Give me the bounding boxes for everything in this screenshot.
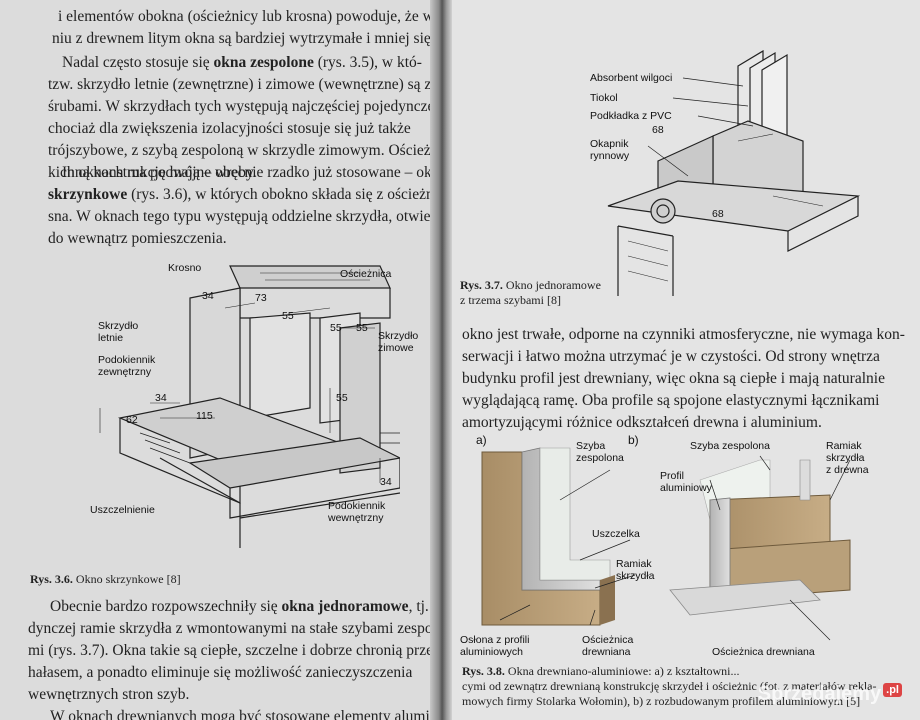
text-line: trójszybowe, z szybą zespoloną w skrzydl… bbox=[48, 142, 440, 159]
text-line: Obecnie bardzo rozpowszechniły się okna … bbox=[50, 598, 440, 615]
label-uszczelka: Uszczelka bbox=[592, 528, 640, 540]
dim-label: 115 bbox=[196, 410, 213, 422]
label-podokiennik-zewnetrzny: Podokiennik zewnętrzny bbox=[98, 354, 156, 378]
text-line: wyglądającą ramę. Oba profile są spojone… bbox=[462, 392, 880, 409]
text-line: skrzynkowe (rys. 3.6), w których obokno … bbox=[48, 186, 440, 203]
text-line: dynczej ramie skrzydła z wmontowanymi na… bbox=[28, 620, 440, 637]
label-fig-b: b) bbox=[628, 433, 639, 447]
text-line: Inną konstrukcję mają – obecnie rzadko j… bbox=[62, 164, 440, 181]
label-oslona-profile-aluminiowe: Osłona z profili aluminiowych bbox=[460, 634, 530, 658]
label-szyba-zespolona-a: Szyba zespolona bbox=[576, 440, 624, 464]
text-line: budynku profil jest drewniany, więc okna… bbox=[462, 370, 885, 387]
text-line: Nadal często stosuje się okna zespolone … bbox=[62, 54, 422, 71]
text-line: tzw. skrzydło letnie (zewnętrzne) i zimo… bbox=[48, 76, 440, 93]
text-line: sna. W oknach tego typu występują oddzie… bbox=[48, 208, 440, 225]
text-line: kich oknach ma podwójne wręby. bbox=[48, 164, 257, 181]
text-line: do wewnątrz pomieszczenia. bbox=[48, 230, 227, 247]
dim-label: 68 bbox=[652, 124, 664, 136]
dim-label: 34 bbox=[380, 476, 392, 488]
label-oscieznica: Ościeżnica bbox=[340, 268, 392, 280]
text-line: śrubami. W skrzydłach tych występują naj… bbox=[48, 98, 440, 115]
text-line: mi (rys. 3.7). Okna takie są ciepłe, szc… bbox=[28, 642, 440, 659]
text-line: chociaż dla zwiększenia izolacyjności st… bbox=[48, 120, 411, 137]
dim-label: 34 bbox=[155, 392, 167, 404]
label-podkladka-pvc: Podkładka z PVC bbox=[590, 110, 672, 122]
label-skrzydlo-zimowe: Skrzydło zimowe bbox=[378, 330, 419, 354]
label-tiokol: Tiokol bbox=[590, 92, 618, 104]
label-krosno: Krosno bbox=[168, 262, 202, 274]
text-line: hałasem, a ponadto eliminuje się możliwo… bbox=[28, 664, 413, 681]
caption-fig-3-8: Rys. 3.8. Okna drewniano-aluminiowe: a) … bbox=[462, 664, 877, 708]
label-oscieznica-drewniana-b: Ościeżnica drewniana bbox=[712, 646, 815, 658]
label-oscieznica-drewniana-a: Ościeżnica drewniana bbox=[582, 634, 634, 658]
label-fig-a: a) bbox=[476, 433, 487, 447]
dim-label: 68 bbox=[712, 208, 724, 220]
caption-fig-3-6: Rys. 3.6. Okno skrzynkowe [8] bbox=[30, 572, 181, 586]
dim-label: 55 bbox=[356, 322, 368, 334]
label-absorbent-wilgoci: Absorbent wilgoci bbox=[590, 72, 673, 84]
text-line: wewnętrznych stron szyb. bbox=[28, 686, 190, 703]
figure-3-7-single-frame-window-drawing bbox=[607, 49, 861, 296]
label-uszczelnienie: Uszczelnienie bbox=[90, 504, 155, 516]
label-ramiak-skrzydla-z-drewna: Ramiak skrzydła z drewna bbox=[826, 440, 869, 476]
dim-label: 55 bbox=[336, 392, 348, 404]
text-line: okno jest trwałe, odporne na czynniki at… bbox=[462, 326, 905, 343]
book-spine-shadow bbox=[430, 0, 452, 720]
paragraph-intro: i elementów obokna (ościeżnicy lub krosn… bbox=[52, 6, 440, 50]
text-line: W oknach drewnianych mogą być stosowane … bbox=[50, 708, 440, 720]
text-line: i elementów obokna (ościeżnicy lub krosn… bbox=[58, 8, 440, 25]
label-okapnik-rynnowy: Okapnik rynnowy bbox=[590, 138, 630, 162]
figure-3-6-box-window-drawing bbox=[99, 265, 400, 548]
paragraph-okna-jednoramowe: Obecnie bardzo rozpowszechniły się okna … bbox=[28, 596, 440, 720]
paragraph-okna-skrzynkowe: Inną konstrukcję mają – obecnie rzadko j… bbox=[48, 162, 440, 250]
label-ramiak-skrzydla-a: Ramiak skrzydła bbox=[616, 558, 655, 582]
dim-label: 55 bbox=[282, 310, 294, 322]
paragraph-aluminum-wood: okno jest trwałe, odporne na czynniki at… bbox=[462, 324, 905, 434]
text-line: amortyzującymi różnice odkształceń drewn… bbox=[462, 414, 822, 431]
dim-label: 62 bbox=[126, 414, 138, 426]
watermark: Sprzedajemy.pl bbox=[758, 683, 902, 706]
dim-label: 34 bbox=[202, 290, 214, 302]
text-line: niu z drewnem litym okna są bardziej wyt… bbox=[52, 30, 440, 47]
label-podokiennik-wewnetrzny: Podokiennik wewnętrzny bbox=[328, 500, 386, 524]
label-szyba-zespolona-b: Szyba zespolona bbox=[690, 440, 770, 452]
label-skrzydlo-letnie: Skrzydło letnie bbox=[98, 320, 139, 344]
text-line: serwacji i łatwo można utrzymać je w czy… bbox=[462, 348, 880, 365]
paragraph-okna-zespolone: Nadal często stosuje się okna zespolone … bbox=[48, 52, 440, 184]
caption-fig-3-7: Rys. 3.7. Okno jednoramowe z trzema szyb… bbox=[460, 278, 601, 307]
figure-3-8-wood-aluminum-windows bbox=[481, 447, 851, 641]
dim-label: 55 bbox=[330, 322, 342, 334]
right-page: Absorbent wilgoci Tiokol Podkładka z PVC… bbox=[440, 0, 920, 720]
dim-label: 73 bbox=[255, 292, 267, 304]
left-page: i elementów obokna (ościeżnicy lub krosn… bbox=[0, 0, 440, 720]
label-profil-aluminiowy: Profil aluminiowy bbox=[660, 470, 712, 494]
